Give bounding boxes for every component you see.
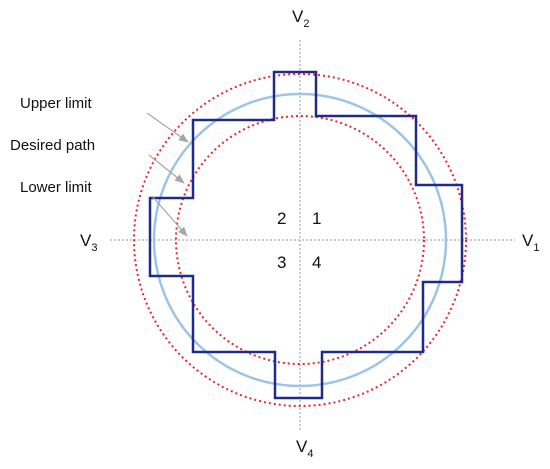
lower-limit-arrow	[151, 195, 188, 237]
axis-label-v1: V1	[522, 231, 539, 254]
lower-limit-label: Lower limit	[20, 179, 93, 196]
desired-path-circle	[152, 92, 448, 388]
region-label-1: 1	[312, 209, 321, 228]
axis-label-v4: V4	[296, 437, 313, 460]
upper-limit-arrow	[146, 112, 189, 143]
stepped-path	[148, 70, 464, 400]
region-label-3: 3	[277, 253, 286, 272]
lower-limit-circle	[175, 115, 425, 365]
axis-label-v3: V3	[80, 231, 97, 254]
region-label-2: 2	[277, 209, 286, 228]
desired-path-label: Desired path	[10, 137, 95, 154]
upper-limit-label: Upper limit	[20, 95, 93, 112]
axis-label-v2: V2	[292, 7, 309, 30]
region-label-4: 4	[312, 253, 321, 272]
upper-limit-circle	[133, 73, 467, 407]
desired-path-arrow	[148, 154, 185, 184]
